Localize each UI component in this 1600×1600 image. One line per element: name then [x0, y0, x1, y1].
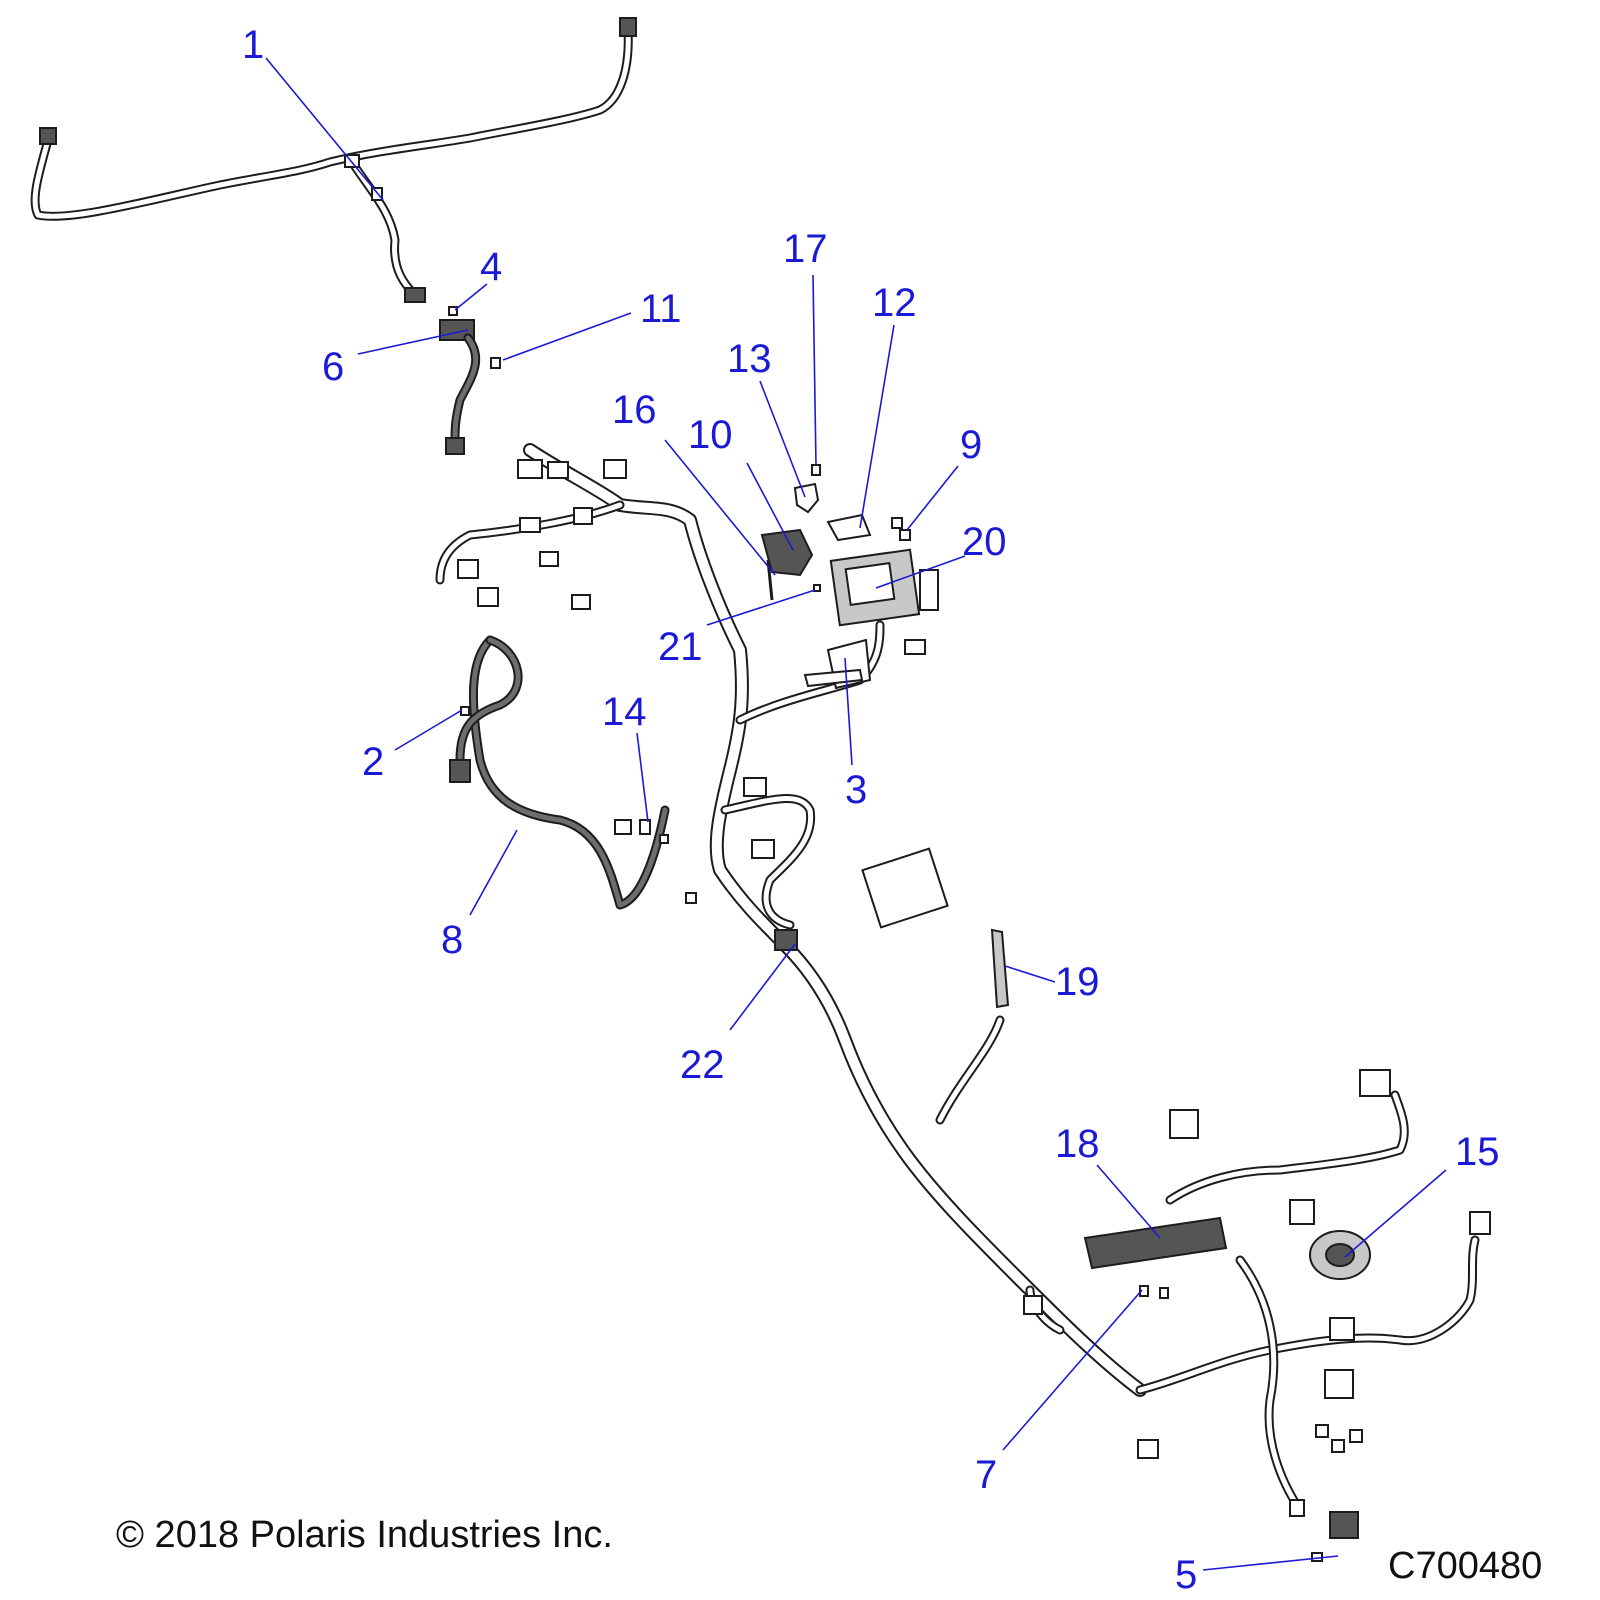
leader-7 — [1002, 1289, 1143, 1451]
callout-9: 9 — [960, 423, 982, 467]
roof-harness — [30, 17, 637, 303]
leader-12 — [859, 324, 895, 529]
callout-21: 21 — [658, 625, 703, 669]
leader-2 — [394, 709, 463, 751]
callout-labels: 1 2 3 4 5 6 7 8 9 10 11 12 13 14 15 16 1… — [242, 23, 1500, 1597]
callout-11: 11 — [640, 287, 682, 331]
callout-14: 14 — [602, 690, 647, 734]
leader-21 — [706, 589, 816, 626]
callout-13: 13 — [727, 337, 772, 381]
callout-7: 7 — [975, 1453, 997, 1497]
leader-17 — [812, 274, 817, 466]
callout-17: 17 — [783, 227, 828, 271]
callout-18: 18 — [1055, 1122, 1100, 1166]
leader-11 — [502, 312, 632, 361]
callout-4: 4 — [480, 245, 502, 289]
callout-5: 5 — [1175, 1553, 1197, 1597]
leader-6 — [357, 329, 469, 355]
callout-20: 20 — [962, 520, 1007, 564]
callout-6: 6 — [322, 345, 344, 389]
leader-22 — [729, 943, 796, 1031]
callout-19: 19 — [1055, 960, 1100, 1004]
sub-harness — [439, 306, 501, 455]
copyright-text: © 2018 Polaris Industries Inc. — [116, 1514, 613, 1556]
leader-3 — [844, 657, 853, 766]
leader-1 — [265, 57, 384, 201]
strap — [990, 928, 1010, 1009]
leader-15 — [1344, 1169, 1447, 1258]
callout-16: 16 — [612, 388, 657, 432]
leader-14 — [636, 732, 649, 823]
leader-9 — [906, 465, 959, 531]
drawing-code: C700480 — [1388, 1545, 1542, 1587]
callout-15: 15 — [1455, 1130, 1500, 1174]
callout-8: 8 — [441, 918, 463, 962]
leader-5 — [1202, 1555, 1339, 1571]
leader-18 — [1096, 1164, 1161, 1239]
controller-area — [760, 464, 949, 929]
leader-10 — [746, 462, 794, 551]
rear-harness — [1023, 1069, 1491, 1562]
callout-10: 10 — [688, 413, 733, 457]
callout-12: 12 — [872, 281, 917, 325]
leader-13 — [759, 380, 806, 498]
callout-3: 3 — [845, 768, 867, 812]
leader-8 — [469, 829, 518, 916]
callout-22: 22 — [680, 1043, 725, 1087]
leader-16 — [664, 439, 776, 576]
leader-19 — [1004, 965, 1056, 983]
leader-lines — [265, 57, 1447, 1571]
leader-4 — [454, 283, 488, 311]
main-harness — [435, 443, 1147, 1397]
callout-1: 1 — [242, 23, 264, 67]
leader-20 — [875, 555, 966, 589]
callout-2: 2 — [362, 740, 384, 784]
mid-connectors — [460, 706, 798, 951]
